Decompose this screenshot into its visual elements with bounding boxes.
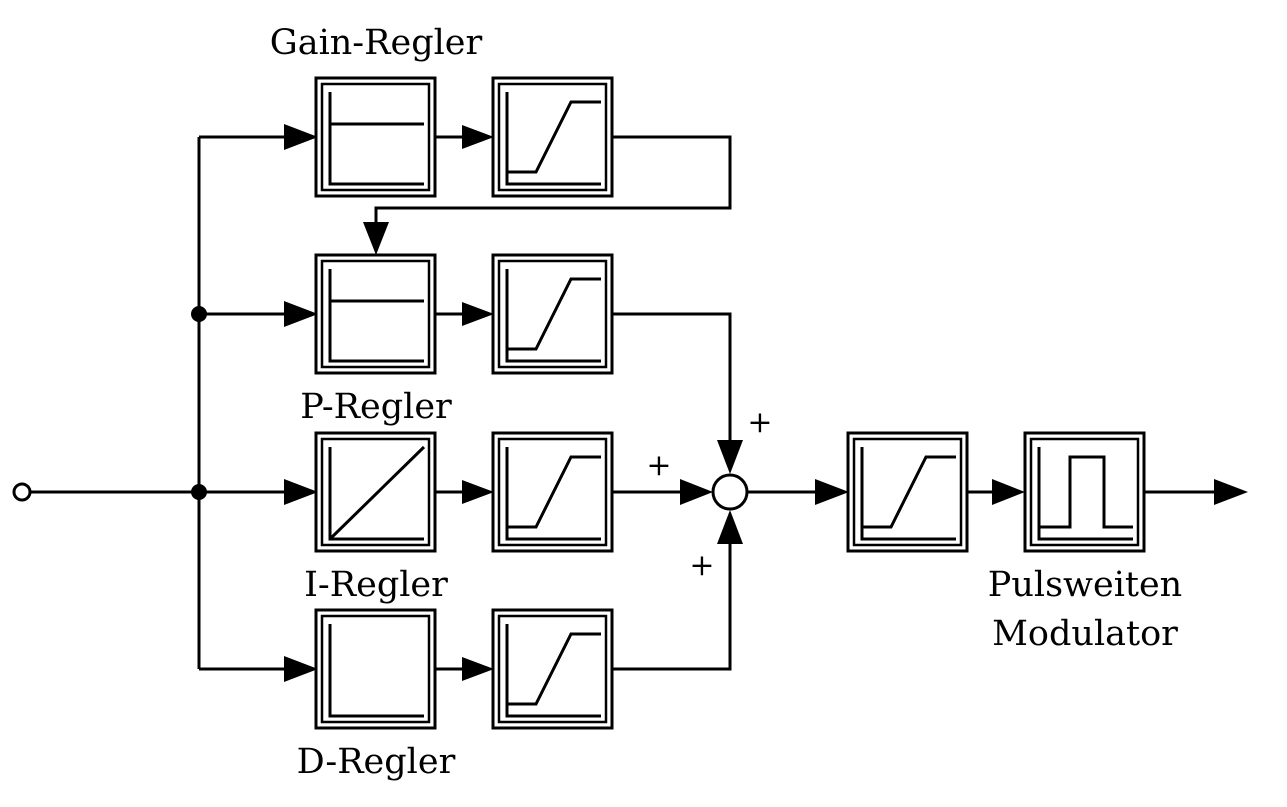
- arrow-into-p: [284, 301, 318, 327]
- arrow-limiter-to-pwm: [992, 479, 1025, 505]
- saturation-glyph: [505, 624, 601, 718]
- arrow-sum-to-limiter: [815, 479, 849, 505]
- arrow-i-into-sum: [680, 479, 713, 505]
- d-controller-label: D-Regler: [297, 742, 456, 782]
- p-limiter-block: [491, 253, 614, 375]
- arrow-into-d: [284, 656, 318, 682]
- d-limiter-block: [491, 608, 614, 730]
- i-limiter-block: [491, 431, 614, 553]
- junction-dot-p: [191, 306, 207, 322]
- output-limiter-block: [846, 431, 969, 553]
- pwm-label-line1: Pulsweiten: [988, 565, 1182, 605]
- sign-bottom: +: [689, 548, 714, 583]
- junction-dot-i: [191, 484, 207, 500]
- gain-feedback-path: [374, 135, 732, 228]
- arrow-into-gain: [284, 124, 318, 150]
- d-to-sum-path: [612, 540, 732, 671]
- summing-junction: [711, 473, 749, 511]
- arrow-p-into-sum: [717, 440, 743, 474]
- derivative-glyph: [328, 624, 424, 718]
- arrow-gain-to-limiter: [462, 125, 494, 149]
- i-controller-block: [314, 431, 437, 553]
- arrow-d-into-sum: [717, 510, 743, 544]
- saturation-glyph: [505, 447, 601, 541]
- sign-top: +: [747, 405, 772, 440]
- sign-left: +: [646, 448, 671, 483]
- i-controller-label: I-Regler: [304, 565, 448, 605]
- gain-controller-block: [314, 76, 437, 198]
- p-controller-block: [314, 253, 437, 375]
- arrow-p-to-limiter: [462, 302, 494, 326]
- gain-controller-label: Gain-Regler: [270, 23, 483, 63]
- p-controller-label: P-Regler: [300, 387, 452, 427]
- arrow-i-to-limiter: [462, 480, 494, 504]
- output-arrow: [1214, 479, 1248, 505]
- arrow-into-i: [284, 479, 318, 505]
- pwm-block: [1023, 431, 1146, 553]
- saturation-glyph: [860, 447, 956, 541]
- arrow-gain-into-p: [363, 222, 389, 255]
- input-terminal: [12, 482, 32, 502]
- pulse-glyph: [1037, 447, 1133, 541]
- saturation-glyph: [505, 269, 601, 363]
- arrow-d-to-limiter: [462, 657, 494, 681]
- gain-limiter-block: [491, 76, 614, 198]
- d-controller-block: [314, 608, 437, 730]
- p-to-sum-path: [612, 312, 732, 445]
- pwm-label-line2: Modulator: [992, 614, 1178, 654]
- saturation-glyph: [505, 92, 601, 186]
